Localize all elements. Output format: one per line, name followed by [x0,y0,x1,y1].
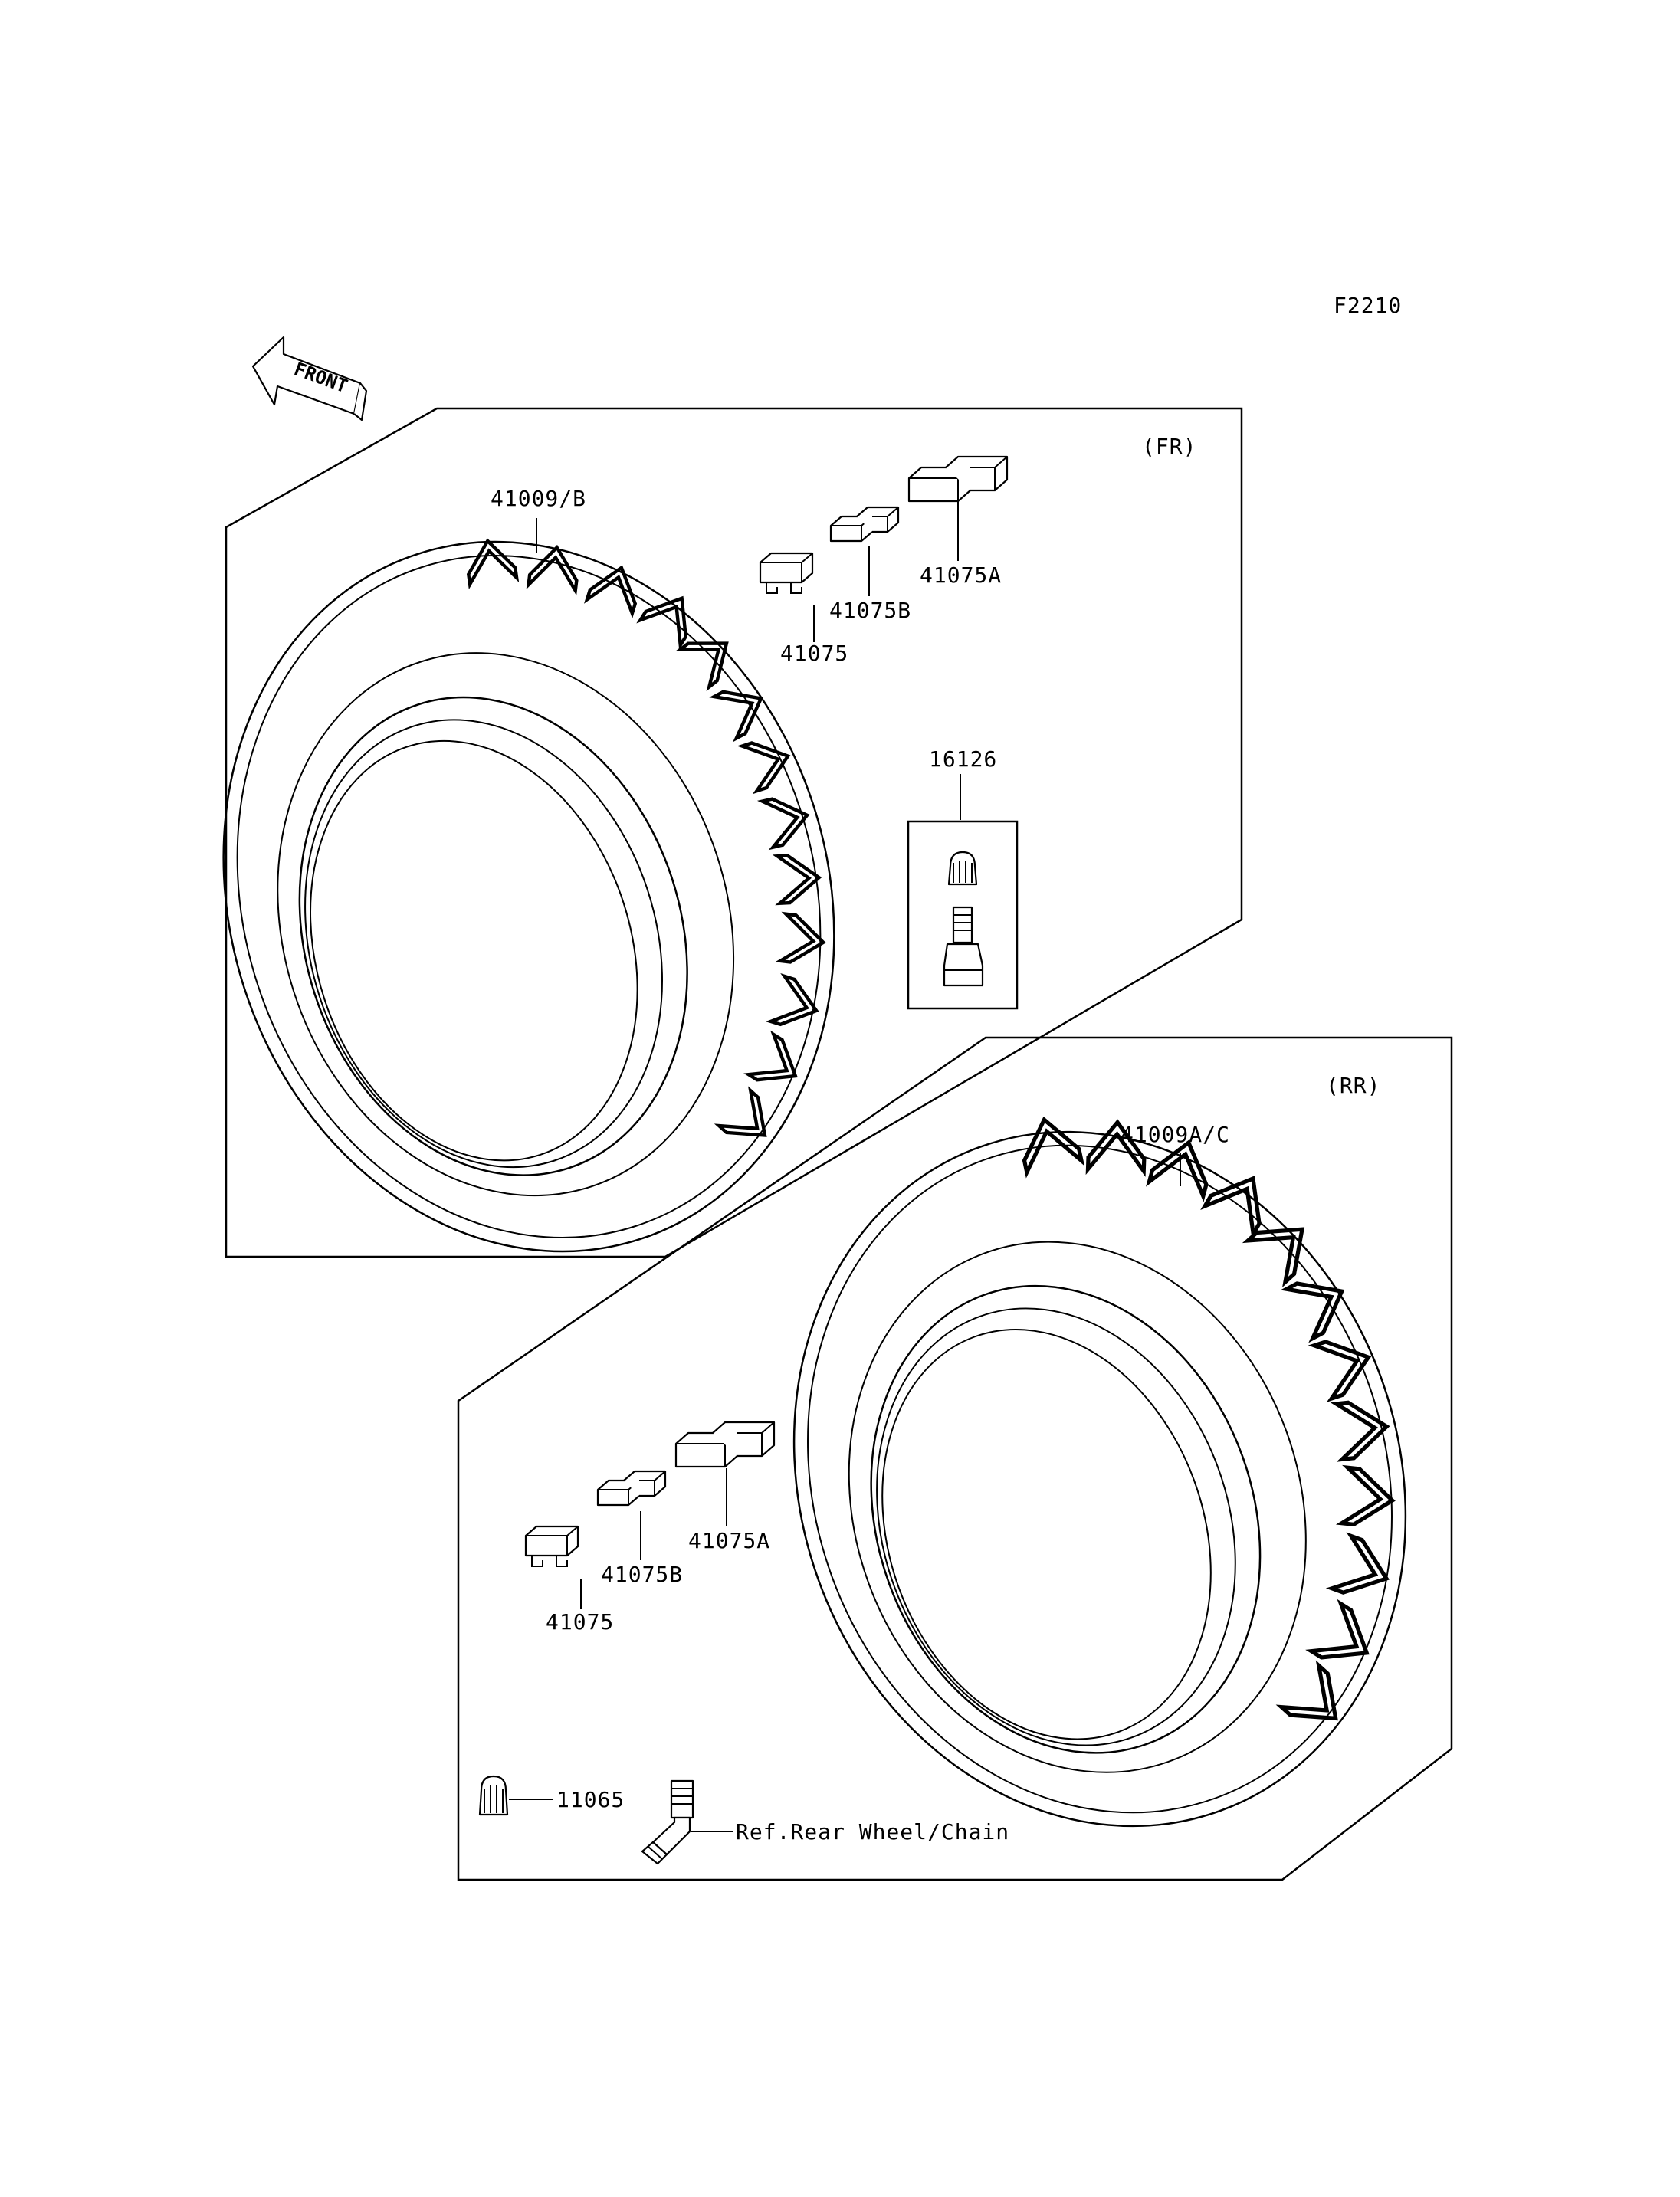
front-weight-label-41075a: 41075A [920,562,1002,588]
front-panel-tag: (FR) [1142,434,1196,459]
angled-valve-icon [641,1779,694,1865]
rear-weight-label-41075: 41075 [546,1609,614,1635]
rear-weight-41075a [674,1421,776,1468]
valve-stem-icon [943,906,984,987]
front-weight-label-41075b: 41075B [829,598,911,623]
front-arrow-icon: FRONT [251,336,368,421]
front-panel: (FR) 41009/B 4107 [132,407,1243,1333]
front-tire [132,461,926,1333]
rear-tread [1011,1039,1487,1766]
rear-weight-41075 [524,1525,579,1568]
front-weight-41075b [829,506,900,543]
rear-panel-tag: (RR) [1326,1073,1380,1098]
diagram-code: F2210 [1334,293,1402,318]
rear-tire-label: 41009A/C [1121,1122,1230,1147]
front-weight-label-41075: 41075 [780,641,848,666]
rear-valve-cap-icon [478,1775,509,1816]
front-tire-label: 41009/B [491,486,586,511]
front-tread [458,469,903,1181]
rear-cap-label: 11065 [556,1787,625,1812]
front-weight-41075 [759,552,814,595]
rear-weight-label-41075b: 41075B [601,1562,683,1587]
front-weight-41075a [907,455,1009,503]
rear-ref-label: Ref.Rear Wheel/Chain [736,1819,1009,1844]
rear-weight-41075b [596,1470,667,1507]
rear-weight-label-41075a: 41075A [688,1528,770,1553]
rear-panel: (RR) 41009A/C 41075 [457,1036,1503,1914]
valve-label: 16126 [929,746,997,772]
valve-cap-icon [947,851,978,886]
